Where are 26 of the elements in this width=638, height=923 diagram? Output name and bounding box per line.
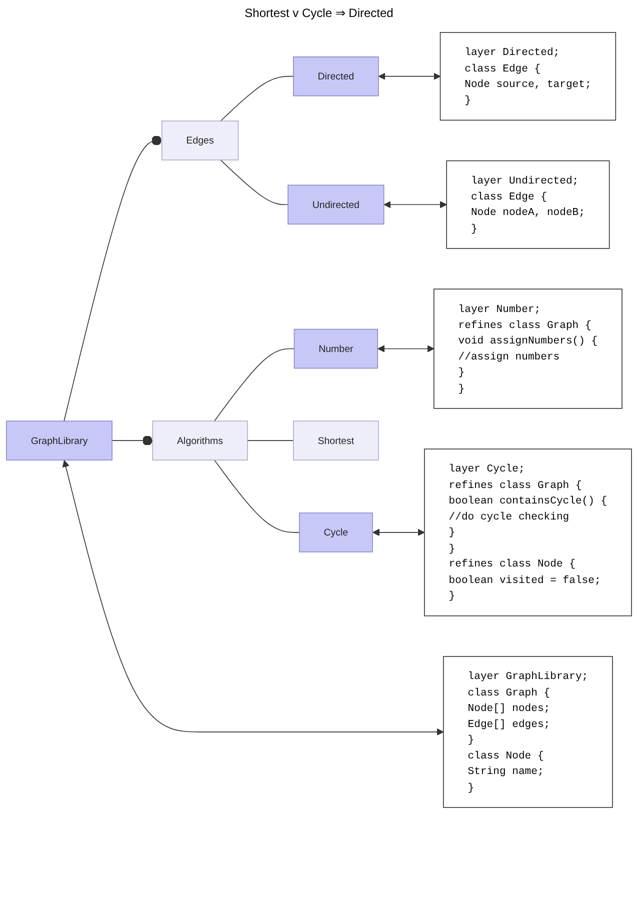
node-box: layer Directed; class Edge { Node source, target; } (440, 32, 616, 121)
node-box: Number (294, 328, 378, 369)
connector (220, 76, 294, 122)
node-box: Directed (293, 56, 379, 96)
node-box: Algorithms (152, 420, 248, 460)
node-box: Edges (161, 120, 239, 160)
connector (247, 440, 294, 441)
node-box: layer Number; refines class Graph { void assignNumbers() { //assign numbers } } (434, 288, 622, 409)
arrow (378, 72, 441, 80)
connector (64, 136, 162, 422)
node-box: layer Undirected; class Edge { Node nodeA, nodeB; } (446, 160, 610, 249)
connector (214, 348, 295, 422)
connector (112, 436, 154, 446)
node-box: Undirected (288, 184, 384, 224)
node-box: GraphLibrary (6, 420, 112, 460)
connector (220, 160, 288, 206)
connector (214, 460, 300, 533)
arrow (378, 345, 434, 352)
arrow (62, 460, 444, 736)
node-box: Cycle (298, 512, 373, 552)
constraint-text: Shortest v Cycle ⇒ Directed (244, 6, 394, 20)
node-box: layer GraphLibrary; class Graph { Node[] nodes; Edge[] edges; } class Node { String name; } (443, 656, 613, 808)
arrow (384, 201, 447, 208)
node-box: Shortest (293, 420, 379, 460)
node-box: layer Cycle; refines class Graph { boolean containsCycle() { //do cycle checking } } refines class Node { boolean visited = false; } (424, 448, 632, 616)
arrow (372, 528, 425, 536)
